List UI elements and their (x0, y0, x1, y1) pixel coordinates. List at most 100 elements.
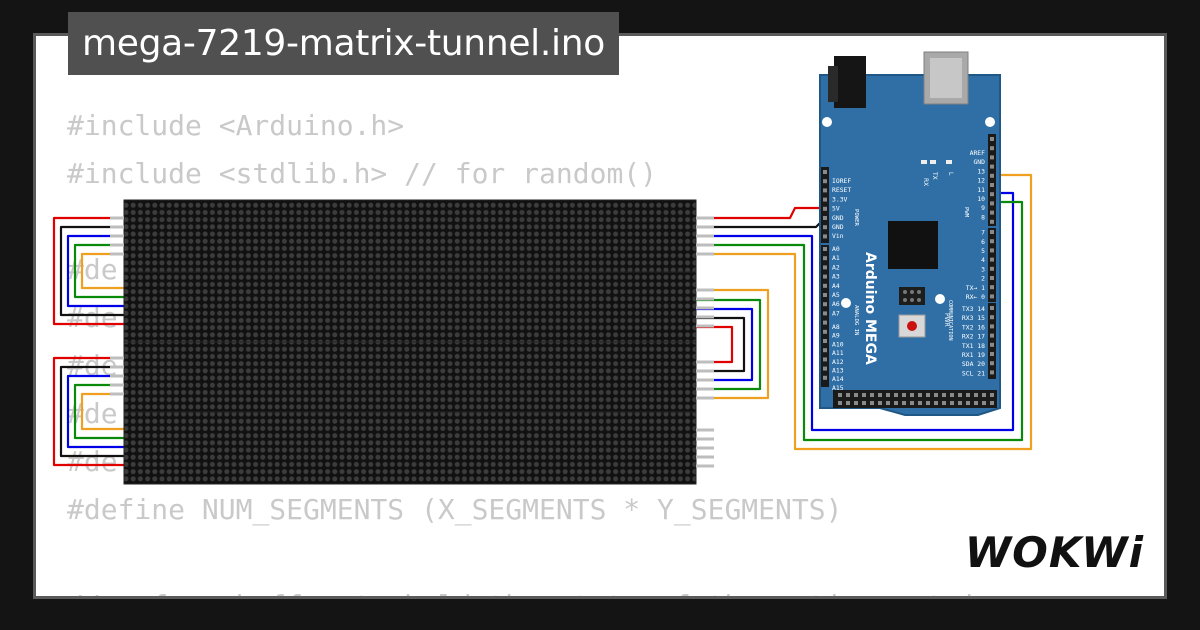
pin-label: A15 (832, 384, 844, 392)
mcu-chip-icon (888, 221, 938, 269)
pin-label: 2 (981, 275, 985, 283)
pin-label: Vin (832, 232, 844, 240)
pin-label: RX← 0 (966, 293, 985, 301)
pin-label: 9 (981, 204, 985, 212)
pin-label: GND (973, 158, 985, 166)
wire-black (59, 225, 124, 317)
pin-label: A6 (832, 300, 840, 308)
pin-label: A0 (832, 245, 840, 253)
pin-label: A5 (832, 291, 840, 299)
pwr-led-label: PWR (943, 313, 950, 327)
icsp-header-icon (899, 287, 925, 305)
pwm-header-top (988, 134, 996, 226)
pin-label: 11 (977, 186, 985, 194)
pin-label: SDA 20 (962, 360, 985, 368)
pin-label: A2 (832, 263, 840, 271)
pin-label: A4 (832, 282, 840, 290)
power-header-title: POWER (853, 209, 859, 226)
led-matrix-row-3[interactable] (123, 341, 697, 413)
analog-header-title: ANALOG IN (853, 305, 859, 335)
pin-labels: IOREFRESET3.3V5VGNDGNDVinA0A1A2A3A4A5A6A… (832, 149, 985, 392)
code-line: #define NUM_SEGMENTS (X_SEGMENTS * Y_SEG… (67, 493, 843, 526)
wire-green (73, 243, 124, 299)
pwm-title: PWM (963, 207, 969, 218)
led-matrix-row-1[interactable] (123, 199, 697, 273)
pin-label: A10 (832, 340, 844, 348)
tx-led-label: TX (931, 171, 938, 180)
pin-label: A8 (832, 323, 840, 331)
pin-label: 7 (981, 229, 985, 237)
pin-label: 5 (981, 247, 985, 255)
pin-label: A12 (832, 358, 844, 366)
pin-label: SCL 21 (962, 369, 985, 377)
pin-label: RX1 19 (962, 351, 985, 359)
pin-label: A9 (832, 332, 840, 340)
rx-led-icon (921, 160, 927, 164)
pin-label: TX→ 1 (966, 284, 985, 292)
pin-label: A14 (832, 375, 844, 383)
pin-label: 6 (981, 238, 985, 246)
l-led-icon (946, 160, 952, 164)
wire-green-cs (696, 200, 1024, 442)
pin-label: TX1 18 (962, 342, 985, 350)
digital-header-bottom (833, 390, 997, 408)
wire-black (696, 316, 746, 373)
pin-label: GND (832, 214, 844, 222)
wire-orange (696, 288, 770, 400)
wire-red-5v (696, 206, 826, 220)
pin-label: GND (832, 223, 844, 231)
tx-led-icon (930, 160, 936, 164)
wire-red (52, 216, 124, 326)
pin-label: 10 (977, 195, 985, 203)
code-background: #include <Arduino.h>#include <stdlib.h> … (67, 102, 977, 596)
wire-blue (696, 307, 754, 382)
pin-label: 13 (977, 167, 985, 175)
analog-header (821, 245, 829, 387)
pin-label: A11 (832, 349, 844, 357)
wire-blue (66, 234, 124, 308)
wire-orange-clk (696, 173, 1033, 451)
l-led-label: L (947, 172, 954, 176)
board-pin-dots (823, 137, 994, 405)
wire-red (52, 356, 124, 467)
pin-label: RX3 15 (962, 314, 985, 322)
wire-blue (66, 374, 124, 449)
led-matrix-row-2[interactable] (123, 271, 697, 343)
reset-button[interactable] (898, 314, 926, 338)
pin-label: AREF (970, 149, 986, 157)
wokwi-logo: WOKWi (964, 528, 1144, 577)
wire-green (73, 383, 124, 440)
pin-label: RESET (832, 186, 851, 194)
led-matrix-row-4[interactable] (123, 411, 697, 485)
pwm-header-bottom (988, 228, 996, 302)
pin-label: 3.3V (832, 195, 848, 203)
pin-label: 8 (981, 213, 985, 221)
pin-label: TX2 16 (962, 323, 985, 331)
wire-green (696, 298, 762, 391)
comm-header (988, 303, 996, 379)
wire-black (59, 365, 124, 458)
code-line: #de (67, 445, 118, 478)
power-jack-icon (834, 56, 866, 108)
pin-label: 12 (977, 177, 985, 185)
matrix-pin-headers (110, 216, 714, 468)
pin-label: TX3 14 (962, 305, 985, 313)
pin-label: A13 (832, 367, 844, 375)
wire-orange (80, 392, 124, 431)
sketch-title: mega-7219-matrix-tunnel.ino (68, 12, 619, 75)
wire-red (696, 325, 734, 364)
pin-label: 3 (981, 265, 985, 273)
pin-label: 4 (981, 256, 985, 264)
code-line: // a framebuffer to hold the state of th… (67, 582, 977, 596)
pin-label: 5V (832, 205, 840, 213)
board-name: Arduino MEGA (862, 252, 878, 365)
pin-label: A7 (832, 309, 840, 317)
wire-orange (80, 252, 124, 290)
pin-label: RX2 17 (962, 333, 985, 341)
rx-led-label: RX (922, 178, 929, 186)
pin-label: IOREF (832, 177, 851, 185)
wire-blue-din (696, 191, 1015, 432)
code-line: #include <Arduino.h> (67, 109, 405, 142)
